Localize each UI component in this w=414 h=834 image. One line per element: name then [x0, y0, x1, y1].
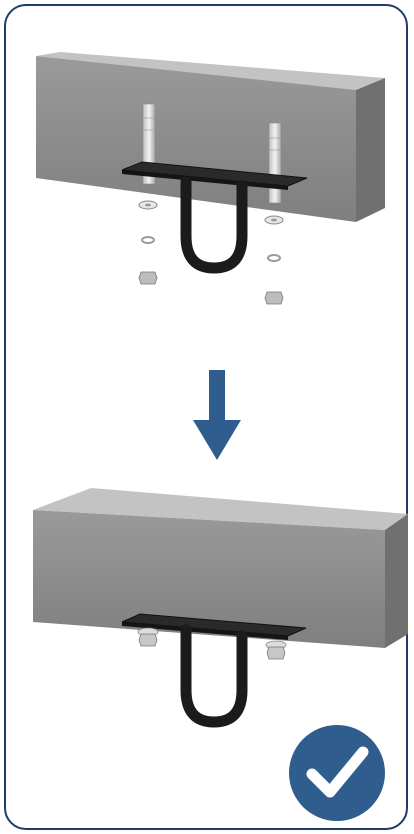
step-after-illustration	[33, 488, 408, 722]
hardware-right-stack	[265, 216, 283, 304]
mounted-nut-right	[266, 641, 286, 659]
check-circle-icon	[289, 725, 385, 821]
block-before	[36, 52, 385, 222]
step-before-illustration	[36, 52, 385, 304]
threaded-rod-right	[269, 123, 281, 203]
u-hook-after	[186, 630, 242, 722]
hardware-left-stack	[139, 201, 157, 284]
mounted-nut-left	[138, 628, 158, 646]
arrow-down-icon	[193, 370, 241, 460]
